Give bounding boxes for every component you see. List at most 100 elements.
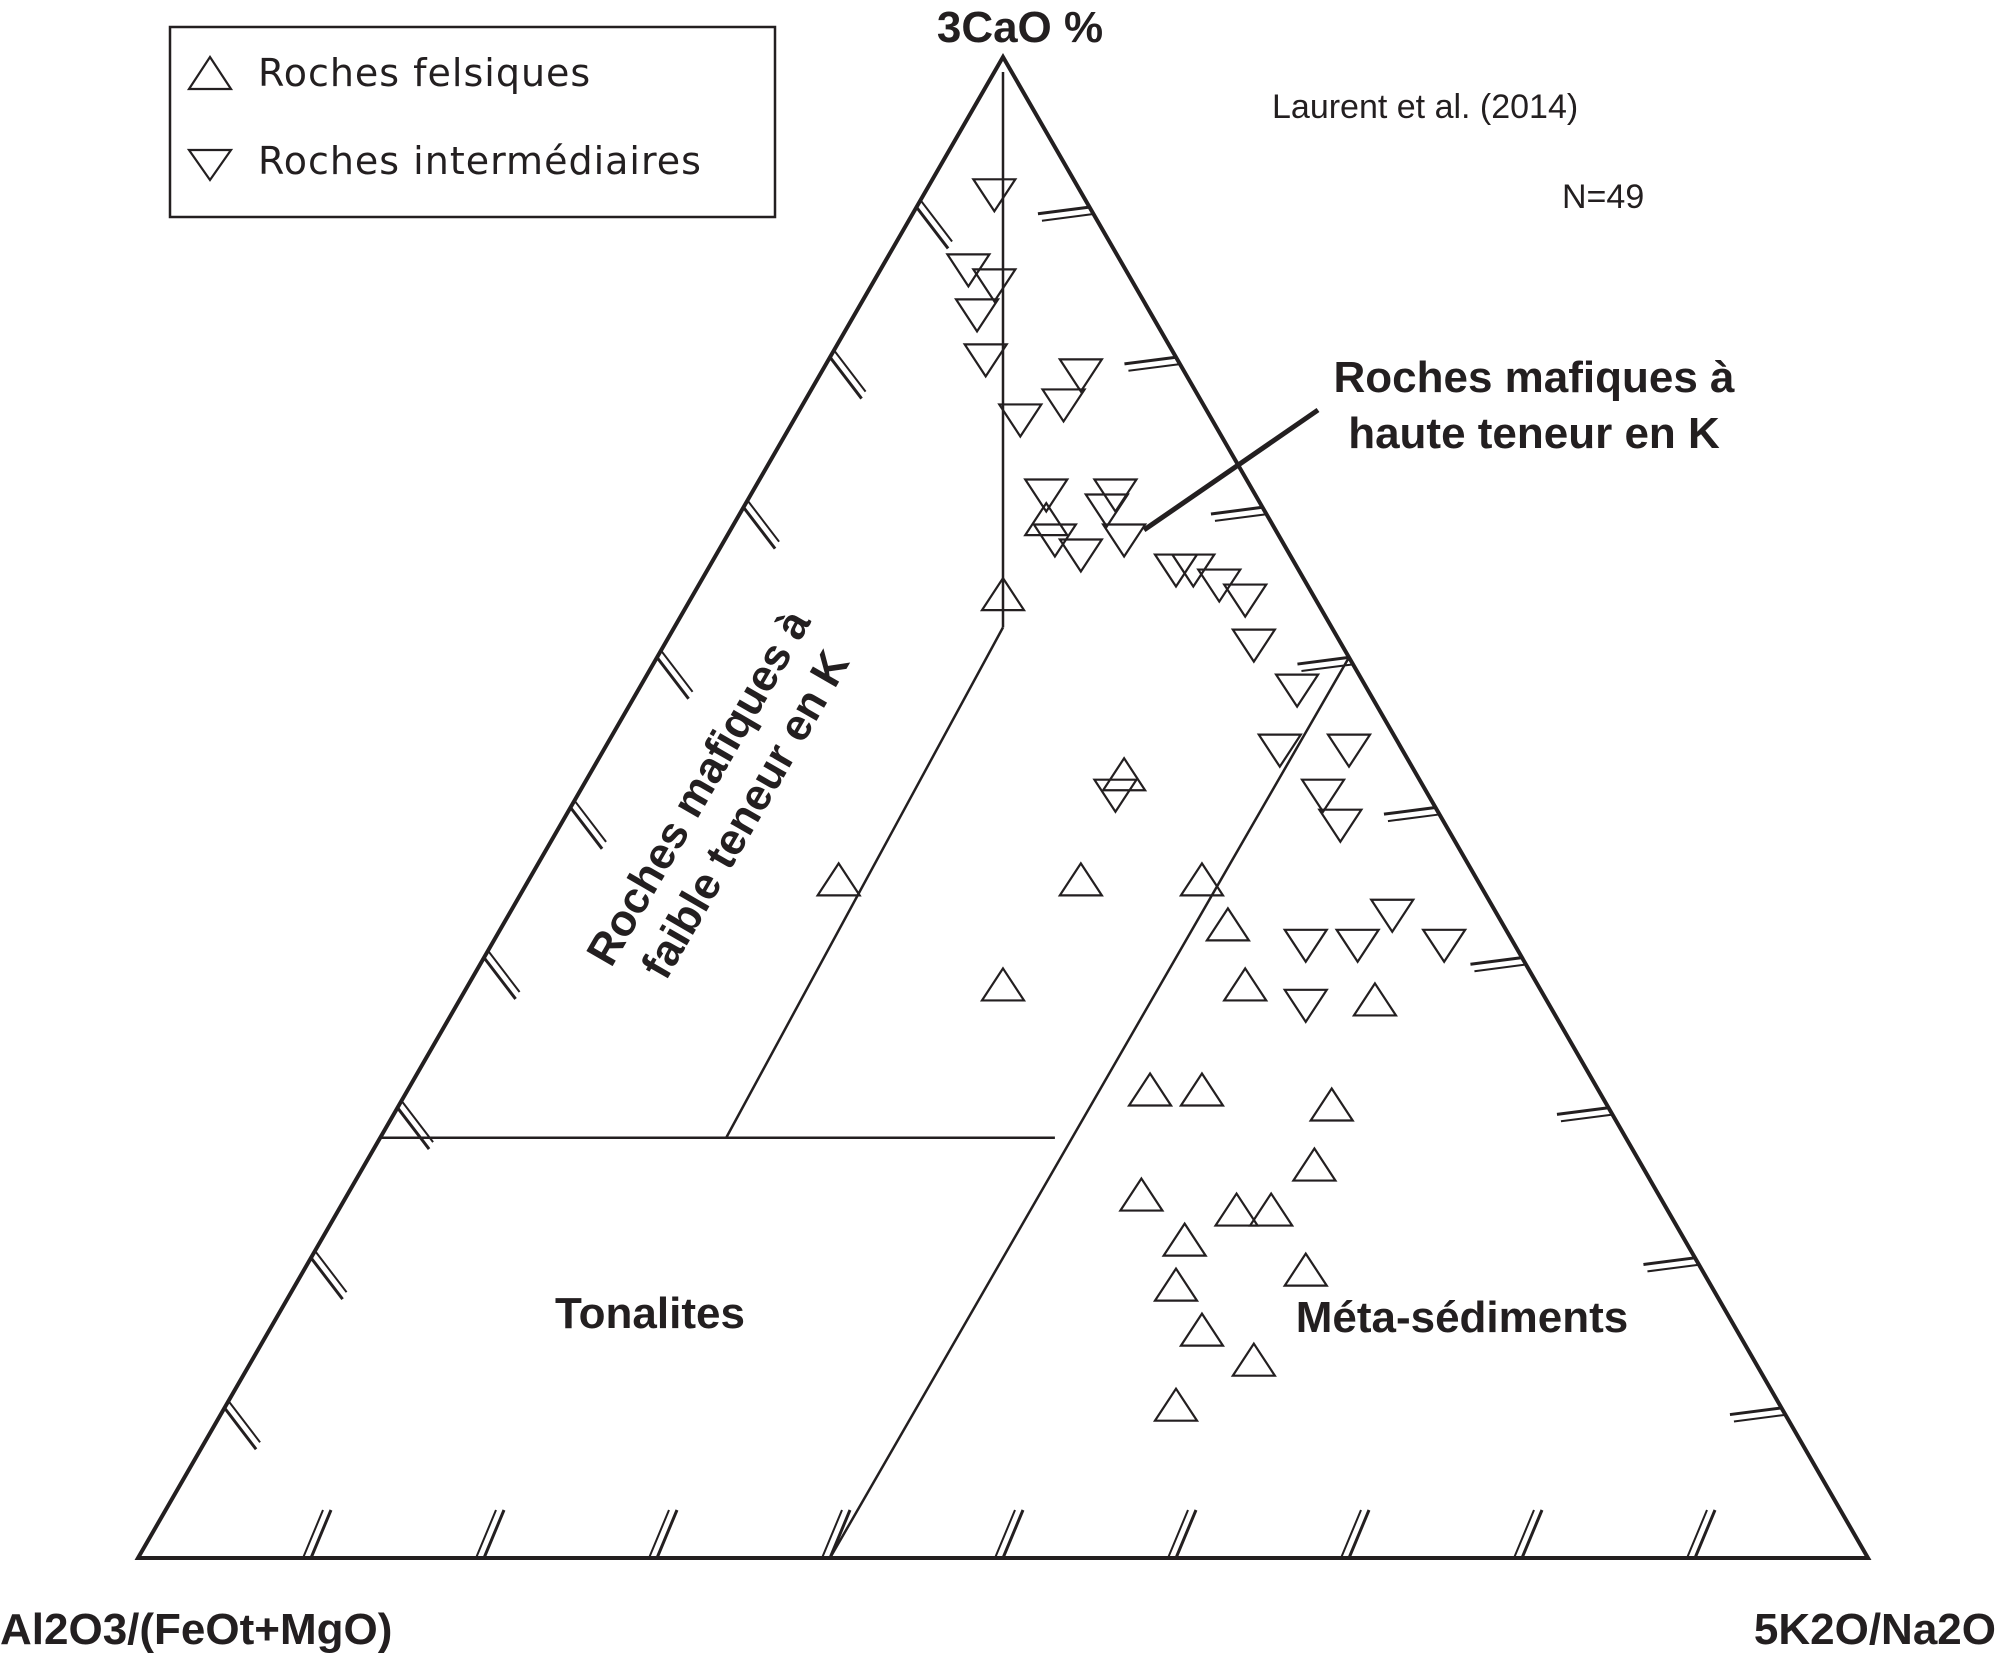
felsic-marker-2 [1101,756,1148,792]
tick-right-8-b [1647,1263,1700,1273]
tick-bottom-5-a [1001,1509,1025,1559]
field-label-high-k-line2: haute teneur en K [1348,409,1720,458]
legend: Roches felsiques Roches intermédiaires [168,25,777,219]
field-label-high-k-line1: Roches mafiques à [1333,353,1735,402]
tick-left-9-b [919,199,953,243]
intermediate-marker-17 [1222,583,1269,619]
tick-right-9-a [1729,1406,1782,1417]
tick-right-9-b [1733,1413,1786,1423]
tick-left-6-b [660,649,694,693]
felsic-marker-1 [979,576,1027,612]
felsic-marker-4 [1178,861,1225,897]
tick-right-6-b [1474,963,1527,973]
intermediate-marker-0 [971,178,1018,214]
intermediate-marker-29 [1282,988,1329,1024]
intermediate-marker-12 [1101,523,1148,559]
felsic-marker-21 [1230,1341,1277,1377]
intermediate-marker-19 [1274,673,1321,709]
tick-right-5-a [1383,806,1436,816]
intermediate-marker-2 [971,268,1018,304]
tick-bottom-8-b [475,1509,497,1559]
tick-bottom-7-a [655,1509,679,1559]
felsic-marker-18 [1282,1251,1329,1287]
field-label-meta-sediments: Méta-sédiments [1296,1293,1629,1342]
intermediate-marker-7 [1040,388,1087,424]
intermediate-marker-6 [997,403,1044,439]
felsic-marker-15 [1118,1176,1165,1212]
tick-right-8-a [1643,1256,1696,1266]
tick-bottom-2-b [1513,1509,1535,1559]
source-note: Laurent et al. (2014) [1272,88,1578,126]
boundary-lowk-diagonal [725,626,1005,1139]
intermediate-marker-24 [1092,778,1139,814]
intermediate-marker-4 [962,343,1009,379]
felsic-marker-14 [1248,1191,1295,1227]
legend-felsic-label: Roches felsiques [258,51,591,95]
tick-bottom-3-b [1340,1509,1362,1559]
tick-right-3-a [1210,505,1263,516]
felsic-marker-16 [1161,1221,1208,1257]
felsic-marker-10 [1127,1071,1174,1107]
tick-bottom-4-b [1167,1509,1189,1559]
intermediate-marker-25 [1369,898,1416,934]
apex-label-right: 5K2O/Na2O [1754,1605,1996,1654]
tick-left-3-a [396,1106,431,1150]
boundary-metased-diagonal [828,656,1351,1559]
intermediate-marker-22 [1300,778,1347,814]
felsic-marker-19 [1152,1266,1200,1302]
tick-right-6-a [1470,956,1523,966]
intermediate-marker-28 [1421,928,1468,964]
tick-left-5-b [573,799,607,843]
apex-label-top: 3CaO % [937,3,1103,52]
legend-box [168,25,777,219]
field-label-low-k: Roches mafiques à faible teneur en K [577,601,859,986]
n-note: N=49 [1562,178,1644,216]
tick-right-4-a [1297,655,1350,666]
felsic-marker-3 [1057,861,1104,897]
tick-bottom-9-a [309,1509,333,1559]
legend-intermediate-label: Roches intermédiaires [258,139,702,183]
tick-bottom-5-b [994,1509,1016,1559]
tick-bottom-1-b [1686,1509,1708,1559]
field-label-tonalites: Tonalites [555,1289,745,1338]
tick-left-7-a [742,506,777,550]
tick-bottom-2-a [1520,1509,1544,1559]
intermediate-marker-5 [1057,358,1104,394]
felsic-marker-12 [1308,1086,1355,1122]
legend-intermediate-marker [186,148,234,182]
tick-bottom-1-a [1693,1509,1717,1559]
tick-left-1-a [223,1406,258,1451]
data-markers [815,178,1468,1422]
felsic-marker-7 [979,966,1027,1002]
tick-left-4-b [487,950,521,993]
tick-left-8-a [828,356,863,400]
tick-right-2-a [1124,355,1177,366]
tick-right-1-a [1037,205,1090,216]
tick-right-3-b [1214,513,1267,522]
tick-bottom-3-a [1347,1509,1371,1559]
tick-left-7-b [746,499,780,543]
felsic-marker-20 [1178,1311,1225,1347]
tick-left-9-a [915,206,950,250]
felsic-marker-17 [1213,1191,1260,1227]
intermediate-marker-15 [1152,553,1200,589]
tick-left-2-a [309,1256,344,1301]
intermediate-marker-18 [1230,628,1277,664]
intermediate-marker-20 [1256,733,1303,769]
felsic-marker-5 [1204,906,1251,942]
tick-left-3-b [400,1100,434,1143]
felsic-marker-0 [1023,501,1070,537]
felsic-marker-8 [815,861,862,897]
ternary-ticks [223,199,1786,1559]
tick-left-4-a [482,956,517,1000]
tick-bottom-9-b [302,1509,324,1559]
intermediate-marker-3 [954,298,1001,334]
field-label-high-k-leader [1142,407,1320,533]
felsic-marker-6 [1351,981,1398,1017]
tick-bottom-6-b [821,1509,843,1559]
tick-right-7-a [1556,1106,1609,1116]
felsic-marker-11 [1178,1071,1225,1107]
intermediate-marker-8 [1023,478,1070,514]
felsic-marker-13 [1291,1146,1338,1182]
intermediate-marker-27 [1334,928,1381,964]
